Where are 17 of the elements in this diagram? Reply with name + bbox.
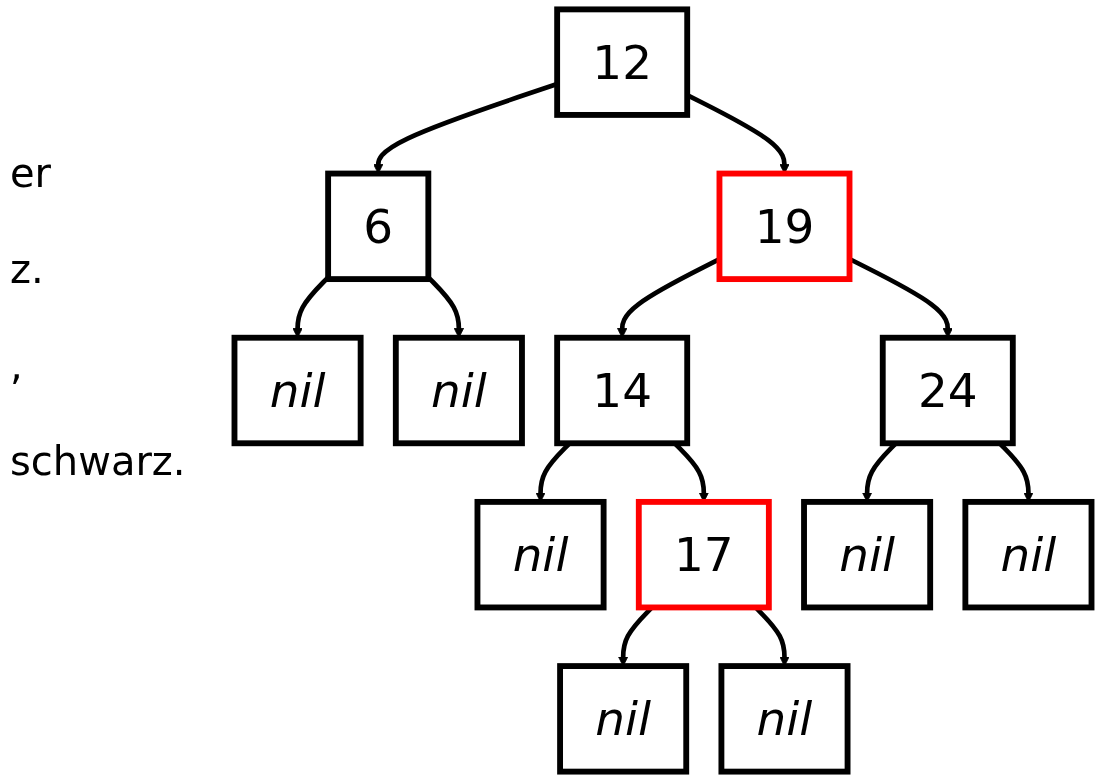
text-fragment: z.: [10, 246, 45, 292]
node-box: nil: [718, 663, 851, 775]
node-box: 6: [325, 170, 432, 283]
node-box: 24: [879, 334, 1016, 447]
node-box: nil: [962, 498, 1095, 611]
node-box: 17: [635, 498, 772, 611]
node-box: nil: [474, 498, 607, 611]
text-fragment: er: [10, 150, 53, 196]
node-box: nil: [231, 334, 364, 447]
node-box: nil: [801, 498, 934, 611]
node-box: 12: [554, 6, 691, 118]
node-box: 19: [716, 170, 853, 283]
node-box: nil: [557, 663, 690, 775]
node-box: 14: [554, 334, 691, 447]
text-fragment: schwarz.: [10, 438, 187, 484]
text-fragment: ,: [10, 342, 24, 388]
node-box: nil: [392, 334, 525, 447]
